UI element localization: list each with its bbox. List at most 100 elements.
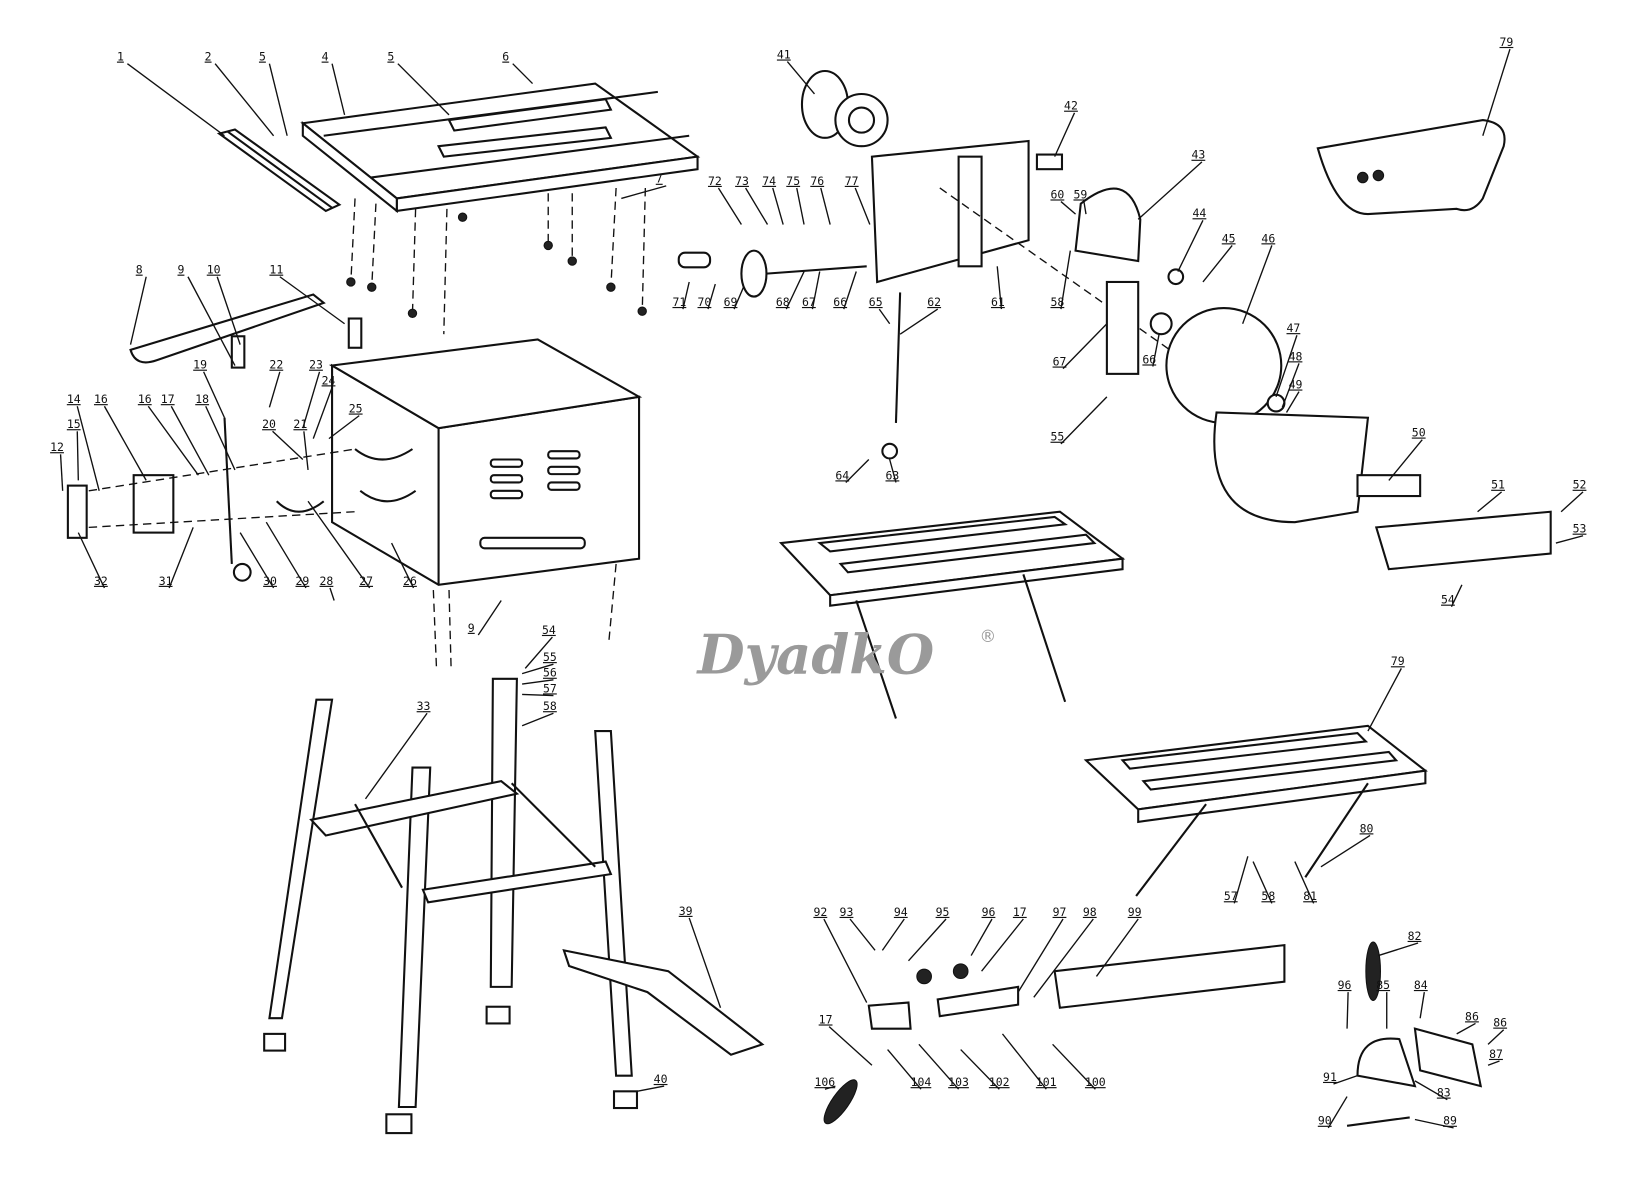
leader-line <box>303 431 309 471</box>
leader-line <box>1367 668 1402 732</box>
leader-line <box>170 405 210 476</box>
leader-line <box>688 917 722 1008</box>
part-number-label: 32 <box>94 574 108 588</box>
leader-line <box>1060 201 1076 215</box>
part-number-label: 85 <box>1376 978 1390 992</box>
leader-line <box>744 187 769 225</box>
part-number-label: 8 <box>136 263 143 277</box>
part-number-label: 67 <box>802 295 816 309</box>
leader-line <box>279 276 345 325</box>
leader-line <box>390 542 415 589</box>
leader-line <box>828 1026 873 1066</box>
part-number-label: 19 <box>193 358 207 372</box>
part-number-label: 21 <box>293 417 307 431</box>
leader-line <box>76 431 79 481</box>
feet <box>263 1005 639 1135</box>
leader-line <box>820 187 831 225</box>
leader-line <box>717 187 742 225</box>
part-number-label: 66 <box>1142 352 1156 366</box>
part-number-label: 33 <box>417 699 431 713</box>
leader-line <box>824 1085 836 1090</box>
leader-line <box>786 61 816 95</box>
part-number-label: 86 <box>1493 1016 1507 1030</box>
leader-line <box>307 500 371 589</box>
part-number-label: 62 <box>927 295 941 309</box>
leader-line <box>364 712 428 800</box>
part-number-label: 22 <box>269 358 283 372</box>
part-number-label: 103 <box>948 1075 969 1089</box>
leader-line <box>126 63 225 137</box>
leader-line <box>1388 439 1423 481</box>
blade-cover <box>1316 119 1506 216</box>
part-number-label: 49 <box>1289 377 1303 391</box>
leader-line <box>312 387 333 439</box>
leader-line <box>268 63 288 136</box>
table-top <box>300 82 701 214</box>
leader-line <box>854 187 871 225</box>
leader-line <box>1487 1060 1500 1066</box>
leader-line <box>1333 1075 1358 1085</box>
leader-line <box>205 405 236 471</box>
part-number-label: 81 <box>1303 889 1317 903</box>
side-table-right <box>1083 724 1428 897</box>
leader-line <box>77 532 106 589</box>
part-number-label: 39 <box>679 904 693 918</box>
part-number-label: 52 <box>1573 478 1587 492</box>
part-number-label: 16 <box>138 392 152 406</box>
part-number-label: 74 <box>762 174 776 188</box>
leader-line <box>918 1043 960 1090</box>
leader-line <box>1346 992 1349 1029</box>
leader-line <box>796 187 805 225</box>
part-number-label: 75 <box>786 174 800 188</box>
leader-line <box>811 271 821 310</box>
leader-line <box>889 459 897 483</box>
leader-line <box>1152 334 1160 367</box>
part-number-label: 72 <box>708 174 722 188</box>
leader-line <box>960 1049 1000 1090</box>
leader-line <box>328 415 360 440</box>
leader-line <box>1095 918 1139 977</box>
part-number-label: 5 <box>259 50 266 64</box>
part-number-label: 79 <box>1500 35 1514 49</box>
leader-line <box>996 266 1003 310</box>
leader-line <box>785 271 805 310</box>
leader-line <box>707 283 716 310</box>
leader-line <box>1083 201 1087 215</box>
part-number-label: 41 <box>777 47 791 61</box>
leader-line <box>843 271 857 310</box>
leader-line <box>512 63 534 85</box>
part-number-label: 89 <box>1443 1114 1457 1128</box>
part-number-label: 46 <box>1261 231 1275 245</box>
part-number-label: 79 <box>1391 654 1405 668</box>
leader-line <box>397 63 450 116</box>
leader-line <box>1419 992 1426 1019</box>
leader-line <box>1060 250 1072 310</box>
switch-assembly <box>66 417 356 582</box>
part-number-label: 58 <box>1050 295 1064 309</box>
leader-line <box>682 281 690 310</box>
leader-line <box>970 918 993 956</box>
part-number-label: 10 <box>207 263 221 277</box>
part-number-label: 2 <box>205 50 212 64</box>
part-number-label: 17 <box>161 392 175 406</box>
leader-line <box>203 371 226 419</box>
part-number-label: 50 <box>1412 426 1426 440</box>
fence-rail <box>216 128 342 213</box>
part-number-label: 14 <box>67 392 81 406</box>
leader-line <box>1320 834 1371 868</box>
part-number-label: 15 <box>67 417 81 431</box>
leader-line <box>268 371 281 408</box>
part-number-label: 20 <box>262 417 276 431</box>
part-number-label: 106 <box>815 1075 836 1089</box>
leader-line <box>1241 245 1273 324</box>
leader-line <box>1456 1022 1476 1035</box>
part-number-label: 56 <box>543 666 557 680</box>
part-number-label: 64 <box>835 468 849 482</box>
part-number-label: 73 <box>735 174 749 188</box>
leader-line <box>887 1049 922 1090</box>
handwheel <box>677 249 867 298</box>
part-number-label: 17 <box>1013 905 1027 919</box>
leader-line <box>1450 584 1463 608</box>
part-number-label: 67 <box>1053 355 1067 369</box>
part-number-label: 57 <box>1224 889 1238 903</box>
